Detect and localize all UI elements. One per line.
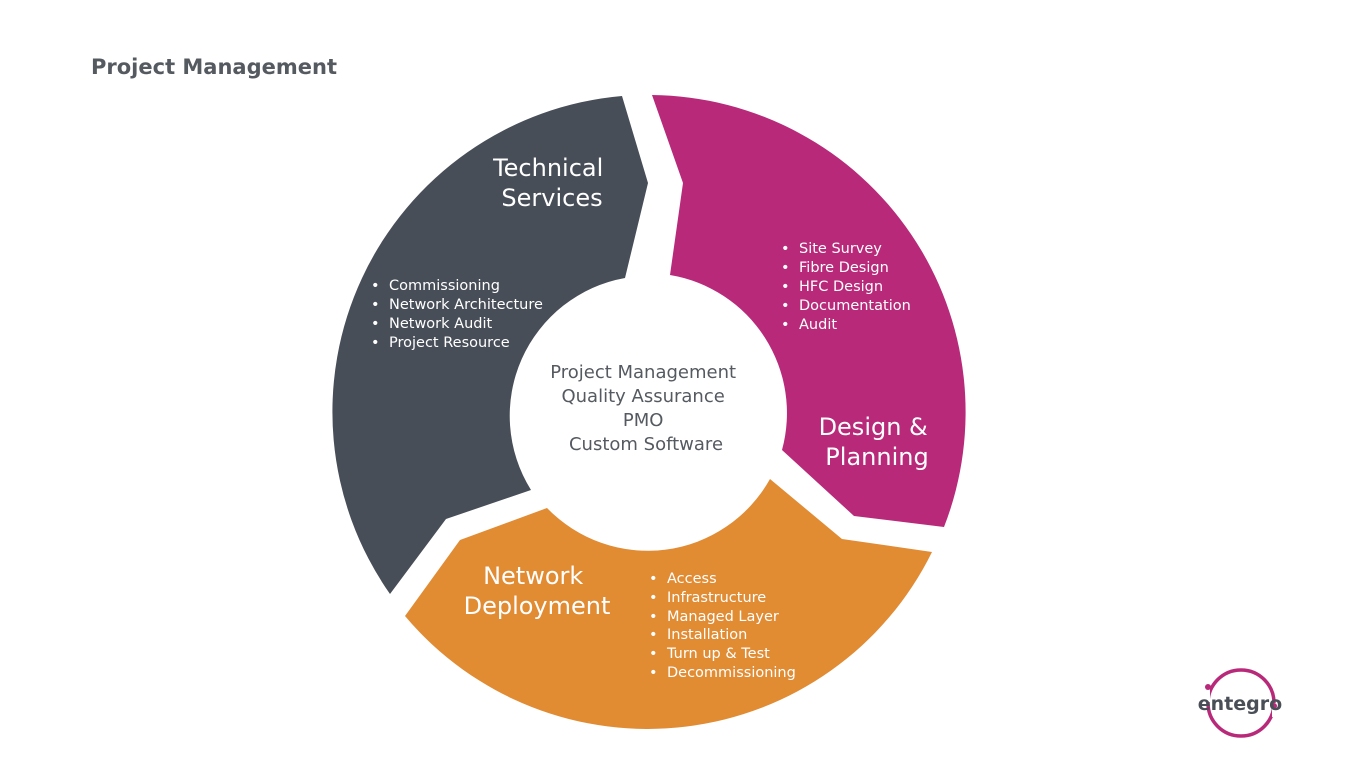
- center-hub-text: Project Management Quality Assurance PMO…: [550, 362, 742, 455]
- design-planning-title: Design & Planning: [819, 413, 936, 471]
- network-deployment-title-line: Deployment: [464, 592, 611, 620]
- technical-services-title-line: Services: [501, 184, 602, 212]
- list-bullet: •: [781, 241, 790, 257]
- list-bullet: •: [371, 278, 380, 294]
- list-item: Access: [667, 571, 717, 587]
- list-item: Audit: [799, 317, 837, 333]
- technical-services-title: Technical Services: [492, 154, 611, 212]
- logo-dot: [1205, 684, 1211, 690]
- technical-services-list: • Commissioning • Network Architecture •…: [371, 278, 543, 351]
- center-line: Custom Software: [569, 434, 723, 455]
- design-planning-segment: [652, 95, 966, 527]
- technical-services-title-line: Technical: [492, 154, 603, 182]
- entegro-logo: entegro: [1198, 668, 1282, 738]
- network-deployment-title: Network Deployment: [464, 562, 611, 620]
- list-item: Network Architecture: [389, 297, 543, 313]
- list-bullet: •: [649, 665, 658, 681]
- list-bullet: •: [781, 260, 790, 276]
- logo-ring-gap: [1203, 688, 1210, 702]
- list-item: Turn up & Test: [666, 646, 770, 662]
- logo-wordmark: entegro: [1198, 693, 1282, 715]
- list-item: Decommissioning: [667, 665, 796, 681]
- center-line: Project Management: [550, 362, 736, 383]
- list-bullet: •: [649, 609, 658, 625]
- network-deployment-list: • Access • Infrastructure • Managed Laye…: [649, 571, 796, 681]
- list-bullet: •: [781, 298, 790, 314]
- list-item: HFC Design: [799, 279, 883, 295]
- list-bullet: •: [781, 317, 790, 333]
- logo-ring-gap: [1272, 703, 1279, 717]
- list-bullet: •: [649, 627, 658, 643]
- list-bullet: •: [649, 646, 658, 662]
- list-bullet: •: [371, 335, 380, 351]
- center-line: Quality Assurance: [561, 386, 724, 407]
- list-item: Project Resource: [389, 335, 510, 351]
- list-item: Installation: [667, 627, 747, 643]
- logo-dot: [1271, 703, 1277, 709]
- page-title: Project Management: [91, 55, 337, 79]
- list-item: Managed Layer: [667, 609, 779, 625]
- list-item: Site Survey: [799, 241, 882, 257]
- list-item: Commissioning: [389, 278, 500, 294]
- list-item: Network Audit: [389, 316, 492, 332]
- center-line: PMO: [623, 410, 664, 431]
- list-item: Infrastructure: [667, 590, 766, 606]
- design-planning-title-line: Planning: [825, 443, 928, 471]
- list-bullet: •: [781, 279, 790, 295]
- network-deployment-title-line: Network: [483, 562, 583, 590]
- design-planning-title-line: Design &: [819, 413, 928, 441]
- list-bullet: •: [371, 297, 380, 313]
- list-bullet: •: [649, 571, 658, 587]
- network-deployment-segment: [405, 479, 932, 729]
- list-bullet: •: [649, 590, 658, 606]
- technical-services-segment: [332, 96, 648, 594]
- list-item: Documentation: [799, 298, 911, 314]
- design-planning-list: • Site Survey • Fibre Design • HFC Desig…: [781, 241, 911, 333]
- list-bullet: •: [371, 316, 380, 332]
- list-item: Fibre Design: [799, 260, 889, 276]
